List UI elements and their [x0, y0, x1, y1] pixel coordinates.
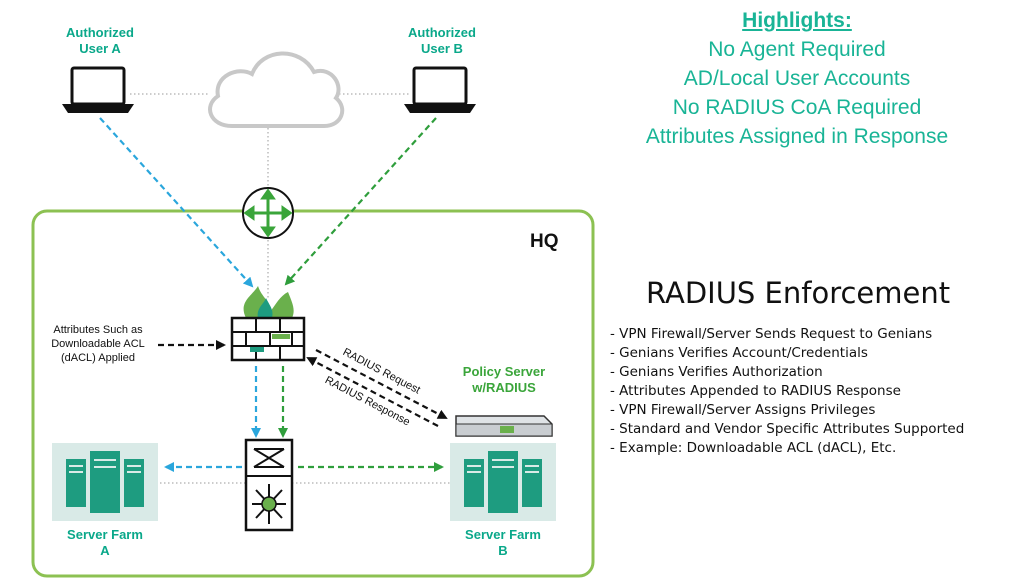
- router-icon: [242, 187, 294, 239]
- enforcement-list: - VPN Firewall/Server Sends Request to G…: [610, 325, 1020, 458]
- enforcement-item: - VPN Firewall/Server Sends Request to G…: [610, 326, 933, 342]
- enforcement-item: - Genians Verifies Authorization: [610, 364, 823, 380]
- cloud-icon: [208, 51, 345, 128]
- firewall-icon: [230, 286, 306, 362]
- user-b-label: Authorized User B: [408, 25, 476, 56]
- user-a-to-firewall-arrow: [99, 117, 254, 288]
- server-farm-a-label: Server Farm A: [67, 527, 143, 558]
- highlight-item: No Agent Required: [708, 38, 886, 61]
- policy-server-icon: [455, 415, 553, 437]
- dacl-note: Attributes Such as Downloadable ACL (dAC…: [51, 324, 145, 364]
- laptop-icon: [404, 66, 476, 113]
- radius-response-arrow: [306, 357, 439, 427]
- server-farm-b-icon: [450, 443, 556, 521]
- network-links: [130, 93, 450, 484]
- highlight-item: Attributes Assigned in Response: [645, 125, 949, 148]
- enforcement-item: - Genians Verifies Account/Credentials: [610, 345, 868, 361]
- user-b-to-firewall-arrow: [284, 117, 437, 286]
- hq-label: HQ: [530, 231, 559, 252]
- enforcement-item: - Example: Downloadable ACL (dACL), Etc.: [610, 440, 897, 456]
- server-farm-b-label: Server Farm B: [465, 527, 541, 558]
- highlight-item: AD/Local User Accounts: [683, 67, 911, 90]
- user-a-label: Authorized User A: [66, 25, 134, 56]
- highlight-item: No RADIUS CoA Required: [672, 96, 922, 119]
- enforcement-item: - VPN Firewall/Server Assigns Privileges: [610, 402, 876, 418]
- policy-server-label: Policy Server w/RADIUS: [462, 364, 546, 395]
- enforcement-item: - Standard and Vendor Specific Attribute…: [610, 421, 965, 437]
- highlights-title: Highlights:: [742, 9, 852, 32]
- enforcement-item: - Attributes Appended to RADIUS Response: [610, 383, 901, 399]
- switch-icon: [244, 438, 294, 532]
- hq-boundary: [31, 209, 595, 578]
- laptop-icon: [62, 66, 134, 113]
- highlights-panel: Highlights: No Agent Required AD/Local U…: [600, 6, 994, 151]
- enforcement-title: RADIUS Enforcement: [646, 276, 951, 310]
- radius-request-arrow: [315, 349, 448, 419]
- server-farm-a-icon: [52, 443, 158, 521]
